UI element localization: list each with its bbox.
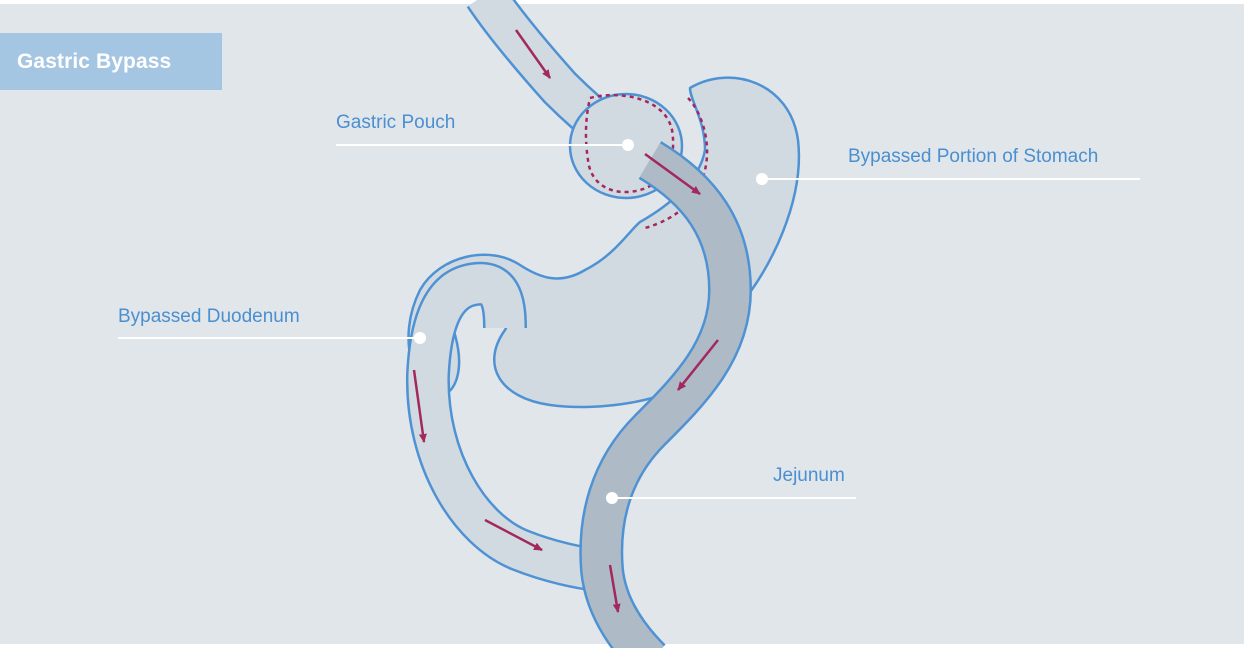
label-jejunum: Jejunum — [773, 465, 845, 486]
diagram-title: Gastric Bypass — [17, 49, 172, 73]
leader-dot-gastric-pouch — [622, 139, 634, 151]
flow-arrow-esophagus — [514, 29, 552, 79]
label-gastric-pouch: Gastric Pouch — [336, 112, 456, 133]
title-banner: Gastric Bypass — [0, 33, 222, 90]
flow-arrow-jejunum-upper — [677, 339, 719, 391]
flow-arrow-pouch — [644, 152, 701, 196]
leader-dot-jejunum — [606, 492, 618, 504]
staple-line-stomach — [644, 97, 709, 230]
staple-line-pouch — [584, 93, 675, 194]
leader-dot-bypassed-stomach — [756, 173, 768, 185]
label-bypassed-stomach: Bypassed Portion of Stomach — [848, 146, 1099, 167]
flow-arrow-jejunum-lower — [608, 564, 621, 613]
label-bypassed-duodenum: Bypassed Duodenum — [118, 306, 300, 327]
flow-arrow-duodenum-upper — [412, 369, 427, 443]
flow-arrow-duodenum-lower — [484, 518, 543, 552]
leader-dot-bypassed-duodenum — [414, 332, 426, 344]
